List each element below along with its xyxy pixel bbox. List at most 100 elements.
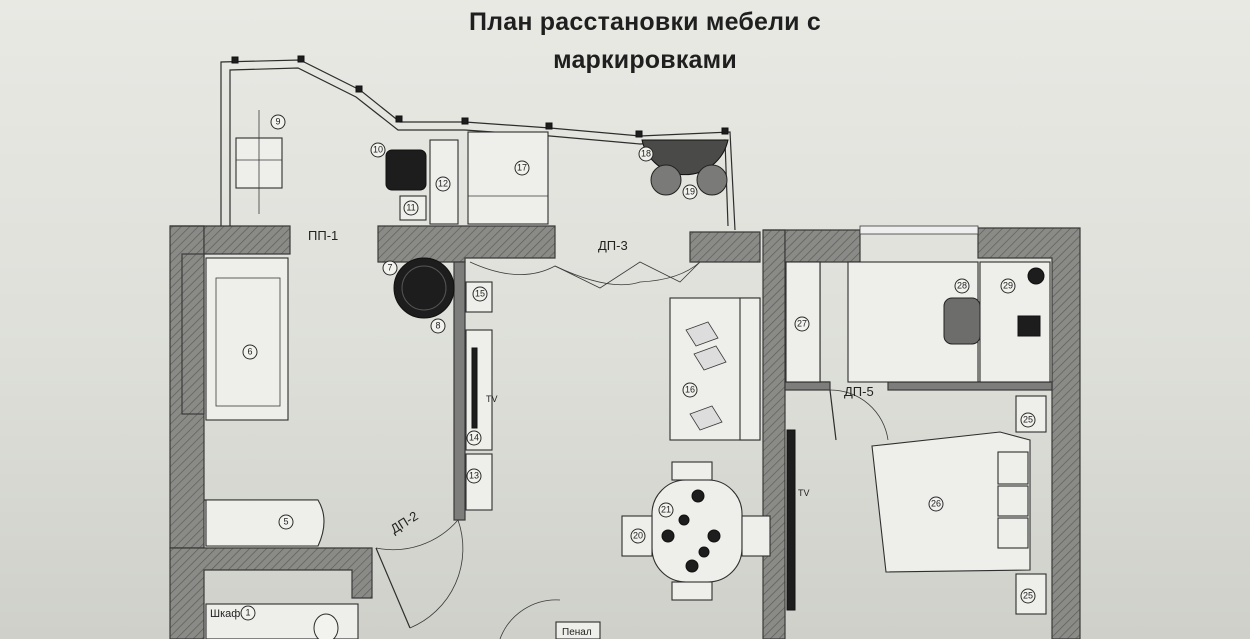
marker-11: 11: [403, 200, 419, 216]
furniture-6: [205, 257, 289, 421]
furniture-29-device: [1017, 315, 1041, 337]
svg-text:6: 6: [247, 346, 252, 356]
marker-13: 13: [466, 468, 482, 484]
label-penal: Пенал: [562, 627, 592, 638]
label-wardrobe: Шкаф: [210, 608, 240, 620]
wall-lower-left: [169, 547, 373, 639]
marker-27: 27: [794, 316, 810, 332]
label-dp5: ДП-5: [844, 384, 874, 399]
marker-15: 15: [472, 286, 488, 302]
bed-pillow-3: [997, 517, 1029, 549]
wall-living-bedroom: [762, 229, 786, 639]
furniture-19b: [696, 164, 728, 196]
furniture-26: [871, 431, 1031, 573]
marker-25b: 25: [1020, 588, 1036, 604]
marker-19: 19: [682, 184, 698, 200]
svg-text:10: 10: [373, 144, 383, 154]
marker-28: 28: [954, 278, 970, 294]
svg-text:16: 16: [685, 384, 695, 394]
marker-10: 10: [370, 142, 386, 158]
marker-29: 29: [1000, 278, 1016, 294]
label-tv-living: TV: [486, 394, 498, 404]
svg-text:11: 11: [406, 202, 415, 212]
svg-text:21: 21: [661, 504, 671, 514]
furniture-14: [465, 329, 493, 451]
marker-9: 9: [270, 114, 286, 130]
bed-pillow-1: [997, 451, 1029, 485]
svg-text:5: 5: [283, 516, 288, 526]
svg-text:25: 25: [1023, 414, 1033, 424]
door-dp2-arc: [409, 519, 464, 629]
wall-dp5-stub: [784, 381, 831, 391]
marker-26: 26: [928, 496, 944, 512]
marker-20: 20: [630, 528, 646, 544]
marker-1: 1: [240, 605, 256, 621]
svg-text:20: 20: [633, 530, 643, 540]
wall-kitchen-stub: [453, 261, 466, 521]
door-dp2-swing: [375, 519, 459, 551]
label-dp2: ДП-2: [388, 508, 421, 536]
svg-text:28: 28: [957, 280, 967, 290]
bedroom-tv-wall-unit: [786, 429, 796, 611]
marker-5: 5: [278, 514, 294, 530]
marker-14: 14: [466, 430, 482, 446]
svg-text:25: 25: [1023, 590, 1033, 600]
bedroom-window: [859, 225, 979, 235]
penal-unit: [555, 621, 601, 639]
door-bottom-swing: [499, 599, 561, 639]
furniture-10: [385, 149, 427, 191]
marker-16: 16: [682, 382, 698, 398]
svg-text:29: 29: [1003, 280, 1013, 290]
numbered-markers: 5 6 7 8 9 10 11 12 13 14 15 16 17 18 19 …: [240, 114, 1036, 621]
marker-21: 21: [658, 502, 674, 518]
marker-18: 18: [638, 146, 654, 162]
svg-text:12: 12: [438, 178, 448, 188]
door-dp5-leaf: [829, 389, 837, 441]
bed-pillow-2: [997, 485, 1029, 517]
furniture-28: [943, 297, 981, 345]
door-dp2-leaf: [375, 547, 411, 629]
marker-17: 17: [514, 160, 530, 176]
svg-text:19: 19: [685, 186, 695, 196]
marker-6: 6: [242, 344, 258, 360]
wall-dp5-right: [887, 381, 1053, 391]
balcony-posts: [231, 55, 729, 138]
furniture-6-inner: [215, 277, 281, 407]
door-dp3-folding: [469, 261, 760, 286]
marker-7: 7: [382, 260, 398, 276]
wall-right-outer: [977, 227, 1081, 639]
svg-text:13: 13: [469, 470, 479, 480]
marker-12: 12: [435, 176, 451, 192]
sofa-cushions: [685, 321, 727, 431]
furniture-8: [393, 257, 455, 319]
svg-text:9: 9: [275, 116, 280, 126]
svg-text:15: 15: [475, 288, 485, 298]
door-dp5-swing: [829, 389, 889, 441]
svg-text:18: 18: [641, 148, 651, 158]
toilet: [313, 613, 339, 639]
label-dp3: ДП-3: [598, 238, 628, 253]
tv-living-screen: [471, 347, 478, 429]
door-dp3-zigzag: [554, 261, 701, 289]
furniture-17: [467, 131, 549, 225]
furniture-19a: [650, 164, 682, 196]
label-tv-bedroom: TV: [798, 488, 810, 498]
plan-title-line-1: План расстановки мебели с: [468, 8, 821, 36]
balcony-outline: [220, 59, 736, 231]
furniture-5: [205, 499, 325, 547]
wall-bedroom-top: [763, 229, 861, 263]
wall-mid-block: [689, 231, 761, 263]
svg-text:8: 8: [435, 320, 440, 330]
svg-text:17: 17: [517, 162, 527, 172]
svg-text:1: 1: [245, 607, 250, 617]
wall-left-column: [181, 253, 205, 415]
furniture-16-back: [739, 297, 761, 441]
svg-text:14: 14: [469, 432, 479, 442]
structural-walls: [169, 55, 1081, 639]
label-pp1: ПП-1: [308, 228, 338, 243]
furniture-29-lamp: [1027, 267, 1045, 285]
doors: [375, 261, 889, 639]
marker-25a: 25: [1020, 412, 1036, 428]
